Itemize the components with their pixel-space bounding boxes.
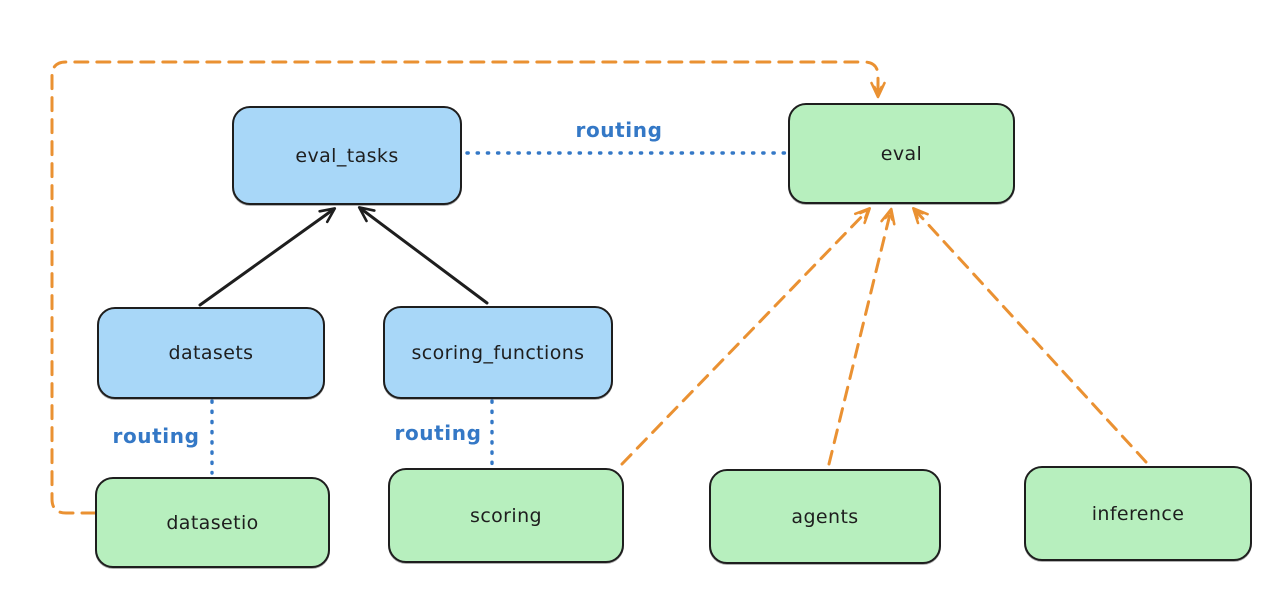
node-inference-label: inference <box>1091 502 1185 525</box>
routing-label-scoring-functions-to-scoring: routing <box>394 421 482 445</box>
edge-datasetio-to-eval <box>50 60 886 515</box>
routing-label-datasets-to-datasetio: routing <box>112 424 200 448</box>
node-eval-tasks-label: eval_tasks <box>295 144 399 167</box>
routing-label-eval-tasks-to-eval: routing <box>575 118 663 142</box>
edge-scoring-functions-to-eval-tasks <box>357 206 489 305</box>
node-scoring-functions-label: scoring_functions <box>411 341 585 364</box>
edge-inference-to-eval <box>912 206 1148 464</box>
node-datasetio: datasetio <box>95 477 330 568</box>
edge-agents-to-eval <box>827 207 896 466</box>
node-eval: eval <box>788 103 1015 204</box>
edge-datasets-to-eval-tasks <box>198 207 337 307</box>
edge-scoring-to-eval <box>620 206 871 466</box>
node-scoring-functions: scoring_functions <box>383 306 613 399</box>
node-eval-label: eval <box>880 142 923 165</box>
node-agents: agents <box>709 469 941 564</box>
node-datasetio-label: datasetio <box>166 511 259 534</box>
node-scoring-label: scoring <box>470 504 542 527</box>
node-datasets-label: datasets <box>168 342 254 364</box>
node-inference: inference <box>1024 466 1252 561</box>
node-datasets: datasets <box>97 307 325 399</box>
node-eval-tasks: eval_tasks <box>232 106 462 205</box>
node-agents-label: agents <box>791 505 859 528</box>
node-scoring: scoring <box>388 468 624 563</box>
